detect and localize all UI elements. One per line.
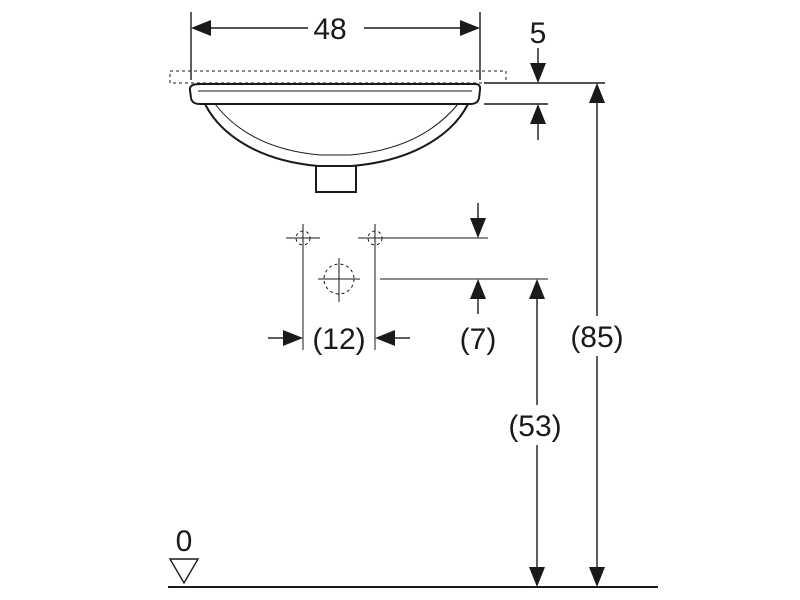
basin-bowl-inner xyxy=(214,103,459,156)
arrow-down-icon xyxy=(470,218,486,238)
dimension-rim: 5 xyxy=(484,17,605,140)
arrow-up-icon xyxy=(589,83,605,103)
basin-bowl xyxy=(204,103,469,167)
arrow-down-icon xyxy=(589,567,605,587)
arrow-left-icon xyxy=(191,20,211,36)
dimension-spacing: (12) xyxy=(268,323,410,356)
crosshair-left-icon xyxy=(286,224,320,252)
height-85-label: (85) xyxy=(570,321,623,354)
arrow-left-icon xyxy=(375,330,395,346)
rim-label: 5 xyxy=(530,17,547,50)
arrow-right-icon xyxy=(283,330,303,346)
dimension-height-53: (53) xyxy=(508,279,562,587)
spacing-label: (12) xyxy=(312,323,365,356)
level-triangle-icon xyxy=(168,558,200,585)
floor-label: 0 xyxy=(176,525,193,558)
crosshair-center-icon xyxy=(318,258,360,302)
floor-level: 0 xyxy=(168,525,658,588)
width-label: 48 xyxy=(313,13,346,46)
dimension-offset: (7) xyxy=(460,203,497,356)
countertop-outline xyxy=(169,70,507,84)
height-53-label: (53) xyxy=(508,410,561,443)
crosshair-right-icon xyxy=(358,224,392,252)
drain-outlet xyxy=(315,166,357,193)
arrow-right-icon xyxy=(460,20,480,36)
basin-rim xyxy=(188,83,482,105)
dimension-width: 48 xyxy=(190,12,481,80)
arrow-down-icon xyxy=(530,63,546,83)
connection-points xyxy=(286,224,548,350)
arrow-up-icon xyxy=(529,279,545,299)
arrow-down-icon xyxy=(529,567,545,587)
offset-label: (7) xyxy=(460,323,497,356)
dimension-height-85: (85) xyxy=(570,83,624,587)
arrow-up-icon xyxy=(470,279,486,299)
arrow-up-icon xyxy=(530,104,546,124)
washbasin xyxy=(169,70,507,193)
